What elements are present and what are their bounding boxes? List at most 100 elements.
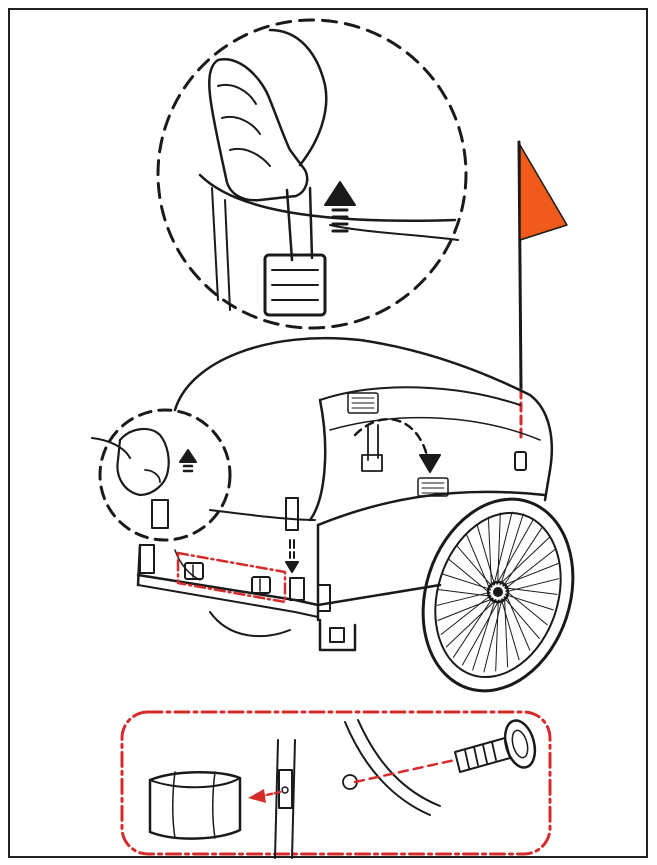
- belt-slot-dividers: [192, 564, 261, 592]
- flag-pennant-icon: [519, 144, 568, 241]
- bracket-slot: [278, 769, 293, 809]
- zoom-circle-top: [156, 18, 468, 330]
- finger-detail: [144, 469, 161, 483]
- frame-tube-edge: [344, 721, 431, 816]
- wheel-tire: [421, 497, 575, 693]
- wheel-spoke: [504, 549, 556, 590]
- wheel-spoke: [453, 597, 494, 658]
- cover-edge-line-2: [329, 224, 459, 241]
- bolt-threads: [464, 741, 497, 769]
- inner-buckle: [361, 454, 383, 472]
- wheel-spoke: [500, 598, 520, 661]
- fold-direction-guide: [353, 418, 430, 462]
- wheel-rim: [434, 511, 562, 679]
- wheel-spoke: [504, 587, 558, 595]
- wheel-hub: [486, 580, 510, 604]
- trailer-frame: [136, 497, 442, 652]
- wheel-spoke: [505, 590, 548, 626]
- wheel-spoke: [499, 536, 551, 585]
- wheel-spoke: [448, 558, 491, 594]
- finger-crease-3: [229, 148, 271, 167]
- cover-patch-1: [347, 392, 379, 414]
- foam-pad-icon: [148, 771, 242, 840]
- base-side-rail: [316, 583, 442, 607]
- wheel-spoke: [502, 526, 543, 587]
- bracket-plate: [274, 739, 296, 859]
- pad-insert-arrow-icon: [248, 789, 266, 803]
- base-front-rail-lower: [137, 584, 319, 618]
- finger-crease-1: [217, 84, 257, 105]
- wheel-spoke: [440, 594, 492, 635]
- cover-seam: [319, 386, 521, 406]
- up-arrow-small-tail: [182, 464, 194, 473]
- frame-tube-edge-2: [357, 719, 441, 807]
- down-arrow-icon: [285, 561, 299, 573]
- wheel-spoke: [461, 599, 500, 666]
- front-clip: [289, 577, 305, 601]
- page-border: [8, 8, 648, 858]
- left-clip: [139, 544, 155, 574]
- hitch-bolt: [329, 627, 345, 643]
- wheel-spoke: [437, 598, 494, 621]
- detail-box-outline: [120, 710, 552, 856]
- wheel-spoke: [483, 598, 503, 673]
- buckle-icon: [263, 253, 327, 317]
- buckle-slots: [271, 269, 319, 301]
- wheel-spokes: [436, 511, 560, 673]
- side-buckle: [151, 499, 169, 529]
- cover-front-edge: [308, 398, 327, 522]
- up-arrow-tail: [331, 208, 349, 233]
- bolt-head-inner: [511, 729, 529, 759]
- strap-icon: [285, 186, 314, 262]
- wheel-spoke: [497, 512, 501, 585]
- wheel-spoke: [493, 511, 513, 586]
- bolt-shaft-icon: [454, 737, 511, 773]
- base-shadow-curve: [209, 611, 291, 638]
- pad-insert-guide: [260, 790, 282, 798]
- up-arrow-small-icon: [179, 449, 197, 463]
- flag-socket: [514, 451, 527, 471]
- corner-clip: [317, 584, 331, 612]
- wheel-spoke: [504, 596, 509, 668]
- finger-crease-2: [221, 116, 261, 135]
- wheel-spoke: [476, 523, 496, 586]
- bolt-insert-guide: [353, 758, 457, 784]
- hand-icon: [208, 58, 309, 202]
- cover-patch-2-pattern: [421, 482, 445, 494]
- wheel-spoke: [500, 513, 524, 585]
- fold-arrow-head-icon: [419, 454, 441, 473]
- safety-flag: [514, 140, 568, 471]
- trailer-cover: [173, 336, 554, 527]
- hardware-detail-box: [120, 710, 552, 859]
- wheel-spoke: [472, 599, 496, 671]
- belt-slot-2: [251, 576, 271, 594]
- wheel-spoke: [496, 518, 535, 585]
- magnified-buckle-detail: [91, 408, 232, 542]
- bolt-head-icon: [503, 719, 537, 769]
- magnified-strap-detail: [156, 18, 468, 330]
- wheel-axle: [493, 587, 503, 597]
- cover-patch-2: [417, 477, 449, 497]
- center-latch: [285, 497, 299, 531]
- belt-slot-1: [184, 562, 204, 580]
- hand-small-icon: [116, 427, 170, 497]
- cover-panel-line: [329, 416, 541, 441]
- cover-bottom-side: [316, 490, 547, 527]
- wheel: [421, 497, 575, 693]
- foam-pad-seams: [172, 771, 216, 839]
- wheel-spoke: [502, 563, 559, 586]
- cover-patch-1-pattern: [351, 397, 375, 409]
- cover-top-outline: [173, 336, 554, 502]
- frame-line-left-2: [211, 187, 219, 301]
- wheel-spoke: [465, 533, 491, 591]
- hitch-bracket: [318, 618, 357, 652]
- hand-thumb-outline: [268, 28, 328, 167]
- wheel-spoke: [495, 599, 499, 672]
- cover-edge-line: [198, 173, 457, 223]
- wheel-spoke: [487, 516, 492, 588]
- foam-pad-top: [149, 777, 241, 789]
- zoom-circle-left: [98, 408, 232, 542]
- arm-line: [91, 437, 131, 459]
